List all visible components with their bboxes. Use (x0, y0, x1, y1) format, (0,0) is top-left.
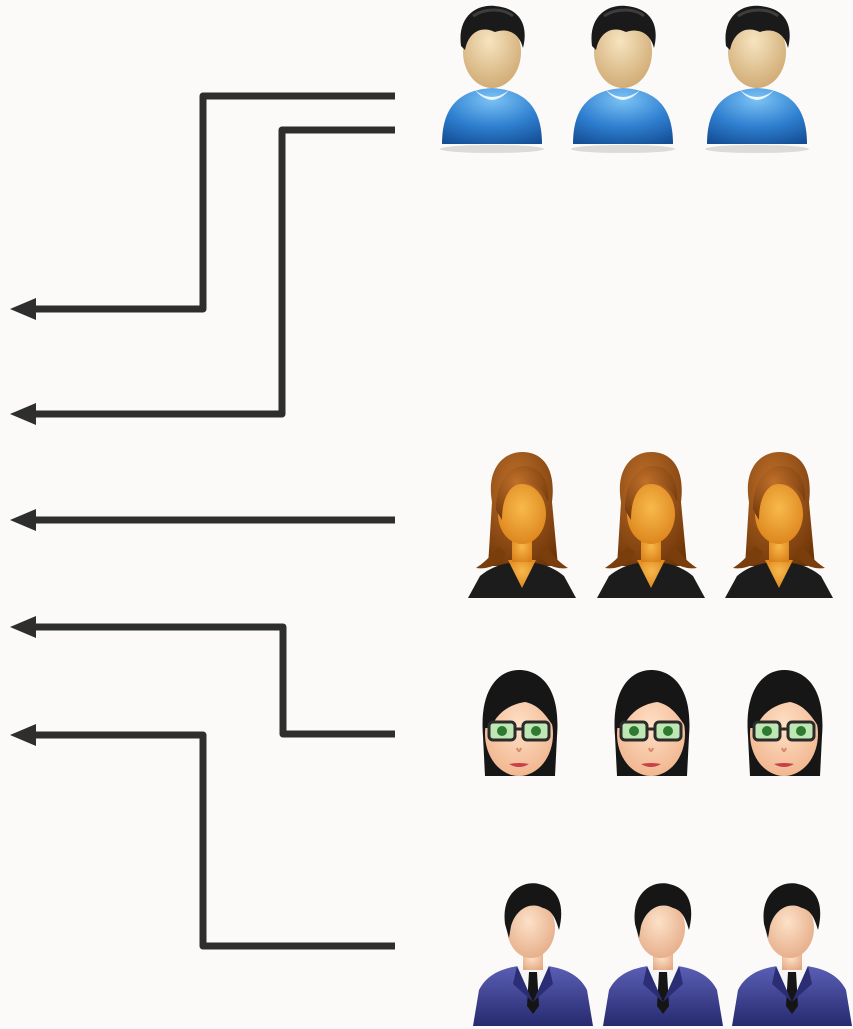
woman-brown-hair-icon (725, 452, 833, 598)
woman-brown-hair-icon (468, 452, 576, 598)
arrowhead-icon (10, 509, 36, 531)
user-blue-shirt-icon (438, 4, 546, 155)
connector-blue-users-to-slot-2 (10, 126, 395, 425)
woman-brown-hair-icon (597, 452, 705, 598)
connector-lines (10, 92, 395, 950)
user-blue-shirt-icon (569, 4, 677, 155)
group-blue-users (438, 4, 811, 155)
connector-women-brown-hair-to-slot-3 (10, 509, 395, 531)
connector-women-glasses-to-slot-4 (10, 616, 395, 738)
connector-line (30, 623, 395, 738)
group-women-glasses (481, 668, 824, 778)
group-businessmen (473, 883, 852, 1026)
woman-glasses-icon (746, 668, 824, 778)
user-blue-shirt-icon (703, 4, 811, 155)
woman-glasses-icon (481, 668, 559, 778)
connector-line (30, 92, 395, 313)
arrowhead-icon (10, 403, 36, 425)
icon-groups (438, 4, 852, 1026)
businessman-suit-icon (732, 883, 852, 1026)
businessman-suit-icon (473, 883, 593, 1026)
connector-businessmen-to-slot-5 (10, 724, 395, 950)
connector-line (30, 731, 395, 950)
woman-glasses-icon (613, 668, 691, 778)
group-women-brown-hair (468, 452, 833, 598)
arrowhead-icon (10, 724, 36, 746)
arrowhead-icon (10, 616, 36, 638)
arrowhead-icon (10, 298, 36, 320)
connector-line (30, 126, 395, 418)
businessman-suit-icon (603, 883, 723, 1026)
connector-blue-users-to-slot-1 (10, 92, 395, 320)
